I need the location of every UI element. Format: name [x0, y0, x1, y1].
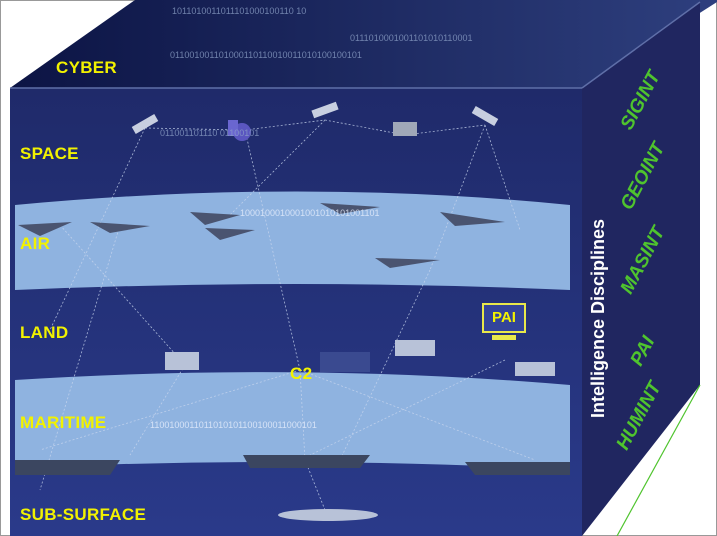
- land-units: [165, 340, 555, 376]
- intelligence-disciplines-title: Intelligence Disciplines: [588, 218, 608, 418]
- satellites: [131, 101, 499, 141]
- domain-label-space: SPACE: [20, 144, 79, 163]
- binary-stream: 011001101110 01100101: [160, 128, 260, 138]
- cube-top-face: [10, 0, 717, 88]
- binary-stream: 0111010001001101010110001: [350, 33, 473, 43]
- binary-stream: 1000100010001001010101001101: [240, 208, 380, 218]
- pai-monitor-stand: [492, 335, 516, 340]
- binary-stream: 011001001101000110110010011010100100101: [170, 50, 362, 60]
- pai-monitor-icon: PAI: [482, 303, 526, 333]
- air-band: [15, 191, 570, 290]
- domain-label-subsurface: SUB-SURFACE: [20, 505, 147, 524]
- binary-stream: 1100100011011010101100100011000101: [150, 420, 317, 430]
- maritime-band: [15, 372, 570, 470]
- c2-label: C2: [290, 364, 313, 383]
- domain-label-cyber: CYBER: [56, 58, 118, 77]
- binary-stream: 1011010011011101000100110 10: [172, 6, 307, 16]
- domain-label-maritime: MARITIME: [20, 413, 107, 432]
- aircraft: [18, 203, 505, 268]
- domain-label-land: LAND: [20, 323, 69, 342]
- ships: [15, 455, 570, 521]
- cube-right-face: [582, 2, 700, 536]
- domain-label-air: AIR: [20, 234, 51, 253]
- network-links: [39, 119, 536, 511]
